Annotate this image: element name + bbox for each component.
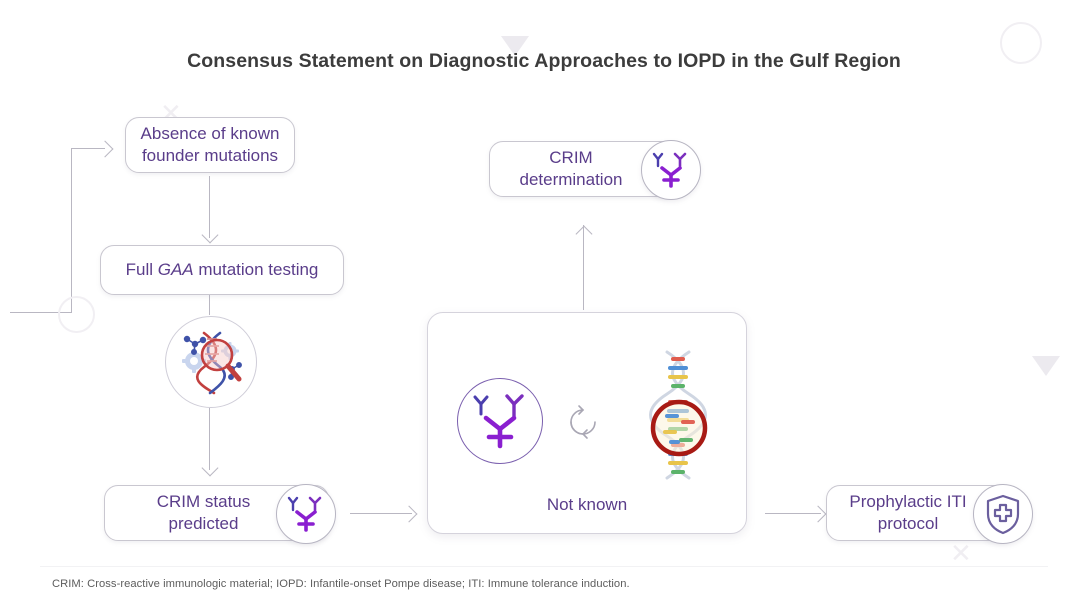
antibody-cluster-icon (473, 394, 524, 449)
prophylactic-shield-bubble (973, 484, 1033, 544)
node-full-gaa-mutation-testing[interactable]: Full GAA mutation testing (100, 245, 344, 295)
node-crim-determination-line2: determination (519, 170, 623, 189)
panel-not-known-label: Not known (546, 495, 628, 514)
node-crim-status-line2: predicted (168, 514, 239, 533)
arrow-crim-status-to-panel-head (400, 505, 418, 523)
arrow-absence-to-gaa-head (201, 226, 219, 244)
entry-connector-vertical (71, 148, 73, 313)
connector-gaa-to-dna-icon (209, 295, 211, 315)
footnote: CRIM: Cross-reactive immunologic materia… (52, 578, 630, 590)
footnote-divider (40, 566, 1048, 567)
entry-connector-horizontal-bottom (10, 312, 72, 314)
connector-dna-to-crim-status (209, 408, 211, 470)
dna-magnifier-gears-icon (182, 331, 242, 395)
panel-antibody-cluster-bubble (457, 378, 543, 464)
node-prophylactic-line1: Prophylactic ITI (849, 492, 967, 512)
watermark-x-bottom-right: ✕ (950, 538, 972, 568)
watermark-circle-connector (58, 296, 95, 333)
arrow-panel-to-crim-determination-line (583, 225, 585, 310)
antibody-icon (287, 496, 322, 532)
arrow-panel-to-crim-determination-head (575, 225, 593, 243)
node-crim-determination-line1: CRIM (549, 148, 593, 168)
medical-shield-icon (986, 494, 1020, 535)
arrow-crim-status-to-panel-line (350, 513, 412, 515)
arrow-dna-to-crim-status-head (201, 459, 219, 477)
entry-connector-arrowhead (96, 140, 114, 158)
arrow-panel-to-prophylactic-line (765, 513, 821, 515)
node-absence-line1: Absence of known (140, 124, 280, 144)
entry-connector-horizontal-top (71, 148, 105, 150)
arrow-absence-to-gaa-line (209, 176, 211, 238)
node-gaa-prefix: Full (125, 260, 158, 280)
magnifier-icon (200, 338, 242, 382)
crim-determination-antibody-bubble (641, 140, 701, 200)
crim-status-antibody-bubble (276, 484, 336, 544)
antibody-icon (652, 152, 687, 188)
node-gaa-gene: GAA (157, 260, 194, 280)
watermark-triangle-right (1022, 336, 1060, 376)
page-title: Consensus Statement on Diagnostic Approa… (187, 50, 901, 72)
node-crim-status-line1: CRIM status (156, 492, 251, 512)
node-absence-line2: founder mutations (141, 146, 279, 165)
node-crim-determination[interactable]: CRIM determination (489, 141, 677, 197)
node-prophylactic-line2: protocol (877, 514, 939, 533)
dna-search-icon-bubble (165, 316, 257, 408)
node-absence-of-founder-mutations[interactable]: Absence of known founder mutations (125, 117, 295, 173)
arrow-panel-to-prophylactic-head (809, 505, 827, 523)
node-gaa-suffix: mutation testing (193, 260, 319, 280)
